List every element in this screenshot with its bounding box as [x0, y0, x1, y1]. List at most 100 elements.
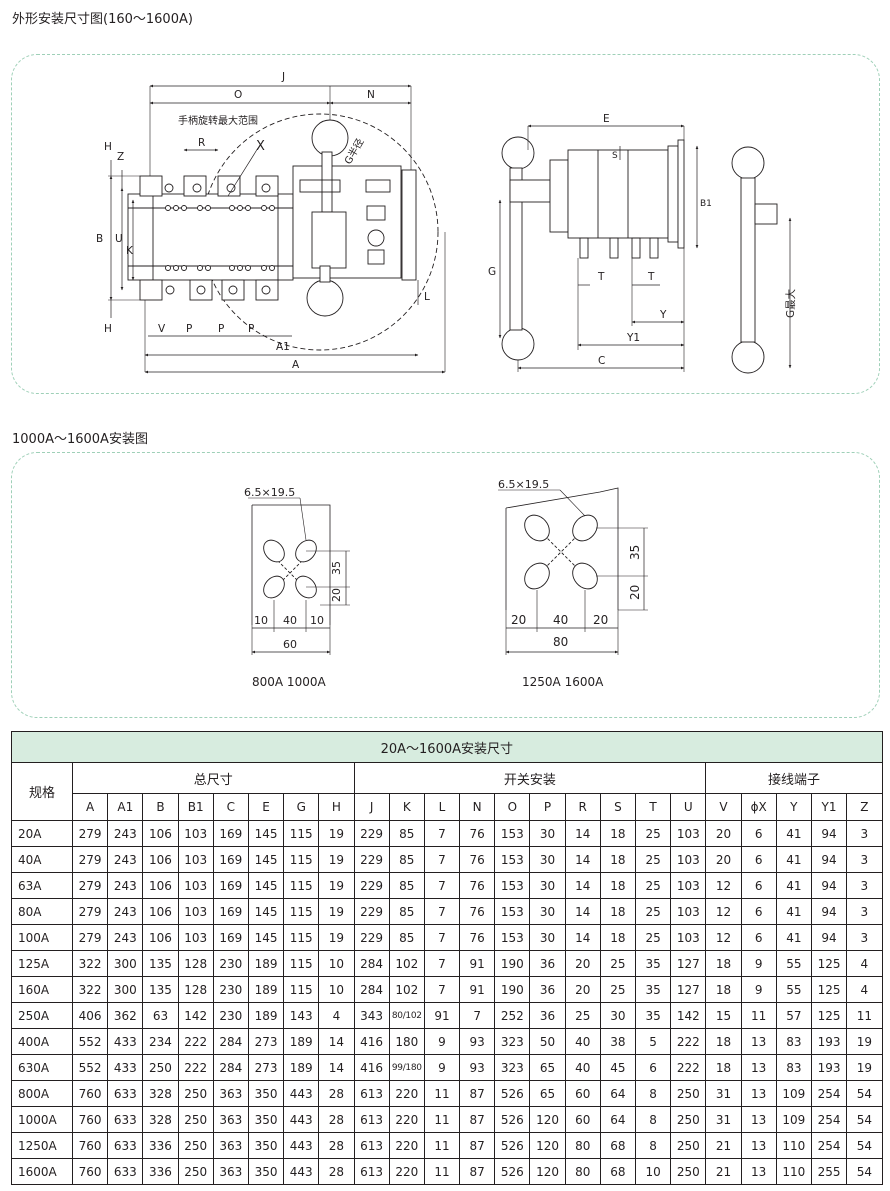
table-cell: 115 [283, 976, 320, 1003]
table-cell: 54 [846, 1158, 883, 1185]
table-cell: 284 [353, 976, 390, 1003]
table-cell: 103 [670, 872, 707, 899]
table-cell: 94 [810, 872, 848, 899]
dim-10b-left: 10 [310, 614, 324, 627]
table-cell: 94 [810, 820, 848, 847]
table-cell: 35 [634, 1002, 672, 1029]
table-cell: 25 [634, 872, 672, 899]
table-cell: 6 [740, 872, 777, 899]
spec-cell: 63A [11, 872, 73, 899]
table-cell: 18 [599, 924, 637, 951]
table-cell: 336 [142, 1132, 179, 1159]
table-cell: 125 [810, 950, 848, 977]
table-cell: 102 [388, 976, 425, 1003]
mounting-heading: 1000A～1600A安装图 [12, 432, 148, 447]
table-cell: 19 [318, 924, 355, 951]
table-cell: 12 [705, 924, 742, 951]
table-cell: 633 [107, 1106, 144, 1133]
table-cell: 14 [318, 1054, 355, 1081]
table-cell: 14 [564, 872, 601, 899]
column-header: L [423, 793, 461, 821]
table-cell: 40 [564, 1054, 601, 1081]
table-cell: 65 [529, 1054, 566, 1081]
dim-h-top: H [104, 141, 112, 153]
table-cell: 19 [846, 1054, 883, 1081]
table-cell: 11 [846, 1002, 883, 1029]
table-cell: 363 [212, 1080, 249, 1107]
table-cell: 143 [283, 1002, 320, 1029]
table-cell: 7 [423, 976, 461, 1003]
dim-a1: A1 [276, 341, 290, 353]
table-cell: 115 [283, 950, 320, 977]
dim-p2: P [218, 323, 224, 335]
table-cell: 18 [705, 1054, 742, 1081]
table-cell: 45 [599, 1054, 637, 1081]
table-cell: 103 [177, 924, 214, 951]
table-cell: 10 [318, 976, 355, 1003]
table-cell: 350 [247, 1080, 285, 1107]
table-cell: 145 [247, 846, 285, 873]
table-cell: 60 [564, 1106, 601, 1133]
table-cell: 145 [247, 898, 285, 925]
table-cell: 25 [564, 1002, 601, 1029]
table-cell: 106 [142, 846, 179, 873]
table-cell: 19 [318, 846, 355, 873]
table-cell: 350 [247, 1106, 285, 1133]
spec-cell: 80A [11, 898, 73, 925]
dim-h-bottom: H [104, 323, 112, 335]
dim-e: E [603, 113, 610, 125]
table-cell: 106 [142, 820, 179, 847]
column-header: ϕX [740, 793, 777, 821]
table-cell: 7 [423, 846, 461, 873]
table-cell: 35 [634, 976, 672, 1003]
table-cell: 106 [142, 898, 179, 925]
table-cell: 7 [423, 924, 461, 951]
table-cell: 13 [740, 1054, 777, 1081]
column-header: J [353, 793, 390, 821]
outline-panel [11, 54, 880, 394]
table-cell: 7 [423, 872, 461, 899]
table-cell: 328 [142, 1080, 179, 1107]
table-cell: 279 [71, 872, 109, 899]
dim-g-max: G最大 [784, 288, 797, 318]
table-cell: 252 [494, 1002, 531, 1029]
dim-x: X [256, 139, 265, 154]
table-cell: 760 [71, 1106, 109, 1133]
dim-60: 60 [283, 638, 297, 651]
table-cell: 169 [212, 872, 249, 899]
table-cell: 13 [740, 1158, 777, 1185]
table-cell: 18 [705, 976, 742, 1003]
table-cell: 3 [846, 924, 883, 951]
table-cell: 125 [810, 976, 848, 1003]
table-cell: 83 [775, 1028, 812, 1055]
table-cell: 110 [775, 1158, 812, 1185]
table-cell: 250 [177, 1080, 214, 1107]
table-cell: 250 [670, 1158, 707, 1185]
table-cell: 8 [634, 1106, 672, 1133]
table-cell: 145 [247, 872, 285, 899]
table-cell: 406 [71, 1002, 109, 1029]
table-cell: 65 [529, 1080, 566, 1107]
table-cell: 322 [71, 950, 109, 977]
outline-heading: 外形安装尺寸图(160～1600A) [12, 12, 193, 27]
table-cell: 230 [212, 976, 249, 1003]
table-cell: 7 [423, 820, 461, 847]
column-header: B1 [177, 793, 214, 821]
table-cell: 41 [775, 924, 812, 951]
caption-800a: 800A 1000A [252, 675, 326, 689]
mounting-1250a [498, 487, 648, 655]
table-cell: 5 [634, 1028, 672, 1055]
table-cell: 20 [705, 846, 742, 873]
table-cell: 85 [388, 820, 425, 847]
table-cell: 526 [494, 1080, 531, 1107]
table-cell: 11 [423, 1158, 461, 1185]
table-cell: 760 [71, 1132, 109, 1159]
dim-l: L [424, 291, 430, 303]
table-cell: 12 [705, 898, 742, 925]
table-cell: 115 [283, 820, 320, 847]
table-cell: 99/180 [388, 1054, 425, 1081]
table-cell: 64 [599, 1080, 637, 1107]
table-cell: 15 [705, 1002, 742, 1029]
